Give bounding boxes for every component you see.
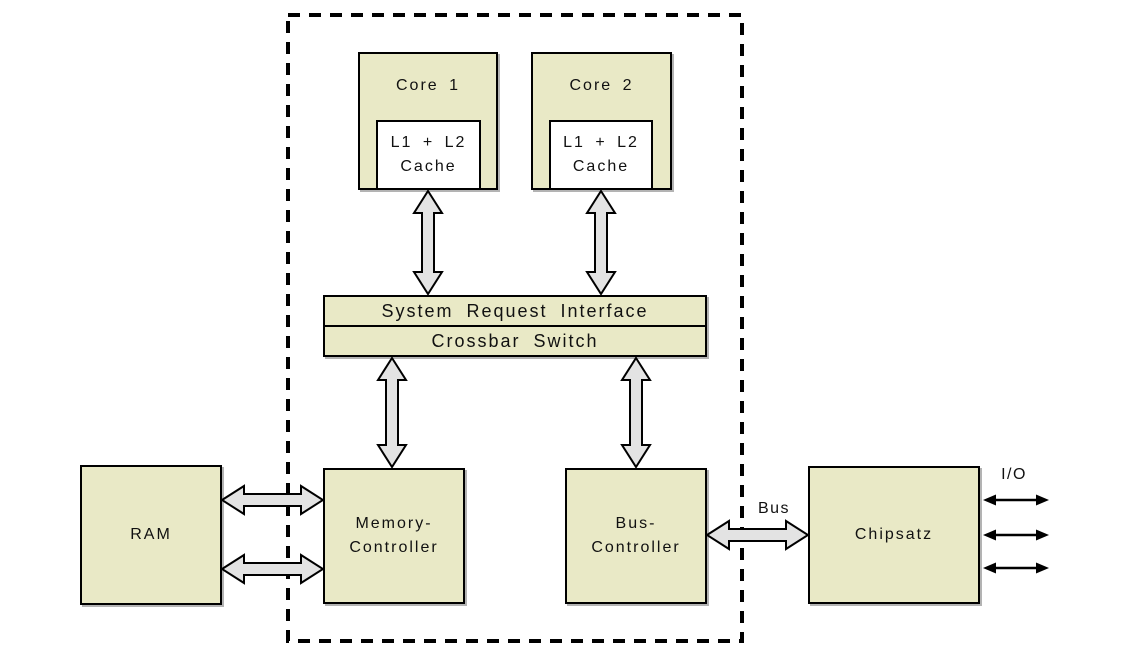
- node-chipset: Chipsatz: [808, 466, 980, 604]
- arrow-crossbar-memctrl: [376, 357, 408, 468]
- chipset-label: Chipsatz: [854, 526, 934, 543]
- cpu-die-boundary: [286, 13, 744, 643]
- crossbar-label: Crossbar Switch: [431, 331, 599, 351]
- bus-edge-label: Bus: [757, 500, 791, 517]
- core2-label: Core 2: [569, 77, 634, 94]
- io-label: I/O: [1001, 466, 1027, 483]
- ram-label: RAM: [130, 526, 172, 543]
- sri-label: System Request Interface: [381, 301, 649, 321]
- arrow-ram-memctrl-2: [221, 553, 324, 585]
- arrow-ram-memctrl-1: [221, 484, 324, 516]
- node-ram: RAM: [80, 465, 222, 605]
- node-system-request-interface: System Request Interface: [323, 295, 707, 327]
- arrow-cache2-sri: [585, 190, 617, 295]
- arrow-cache1-sri: [412, 190, 444, 295]
- node-bus-controller: Bus-Controller: [565, 468, 707, 604]
- arrow-busctrl-chipset: [706, 519, 809, 551]
- core1-label: Core 1: [395, 77, 461, 94]
- busctrl-label: Bus-Controller: [591, 515, 681, 556]
- memctrl-label: Memory-Controller: [349, 515, 439, 556]
- io-arrow-1: [983, 494, 1049, 506]
- arrow-crossbar-busctrl: [620, 357, 652, 468]
- node-memory-controller: Memory-Controller: [323, 468, 465, 604]
- io-arrow-2: [983, 529, 1049, 541]
- node-crossbar-switch: Crossbar Switch: [323, 325, 707, 357]
- io-arrow-3: [983, 562, 1049, 574]
